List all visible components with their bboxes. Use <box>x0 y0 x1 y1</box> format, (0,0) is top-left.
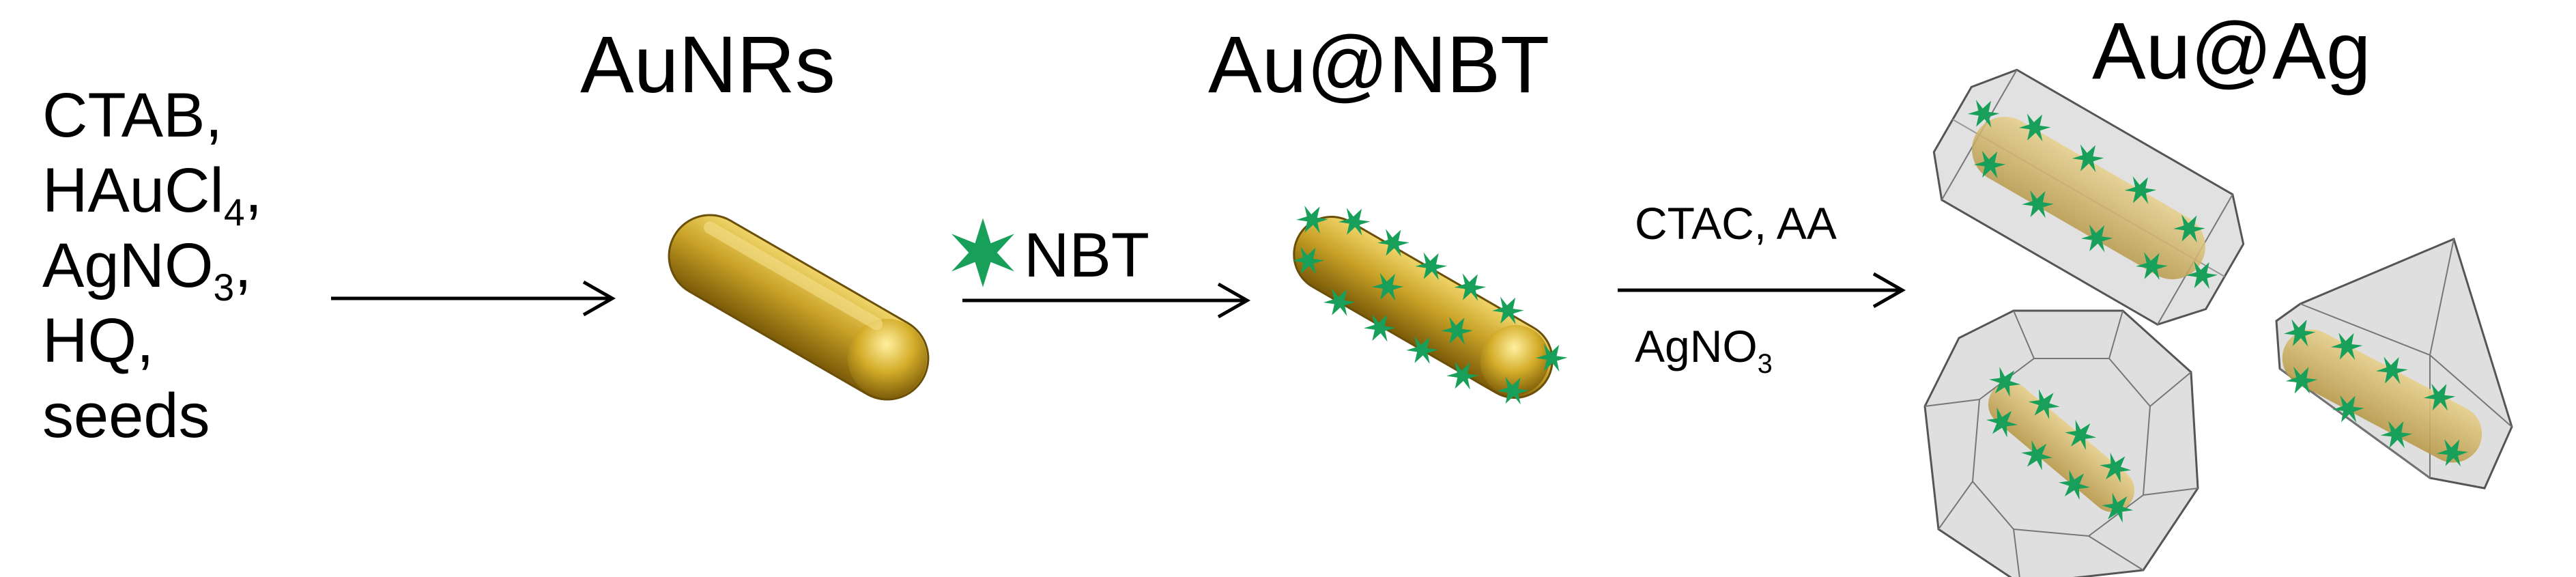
reagent-haucl4: HAuCl4, <box>42 156 262 234</box>
reagent-ctab: CTAB, <box>42 81 223 150</box>
stage-title-au-ag: Au@Ag <box>2092 6 2371 96</box>
arrow-step1 <box>331 280 616 317</box>
nbt-molecule-icon <box>951 218 1014 287</box>
nanorod-with-nbt <box>1289 199 1571 411</box>
arrow-step3 <box>1618 272 1906 309</box>
au-ag-rod-shell <box>1932 68 2245 326</box>
step2-label: NBT <box>1024 221 1149 290</box>
reagent-seeds: seeds <box>42 381 210 451</box>
step3-bottom-label: AgNO3 <box>1635 321 1773 379</box>
au-ag-polyhedron-shell <box>1923 309 2199 577</box>
stage-title-au-nbt: Au@NBT <box>1208 20 1549 110</box>
stage-title-aunrs: AuNRs <box>580 20 835 110</box>
au-ag-pyramid-shell <box>2275 237 2513 490</box>
reagent-agno3: AgNO3, <box>42 231 252 309</box>
nbt-label-group: NBT <box>951 218 1149 290</box>
reagent-list: CTAB, HAuCl4, AgNO3, HQ, seeds <box>42 81 262 451</box>
gold-nanorod <box>668 214 930 401</box>
arrow-step2 <box>962 282 1251 319</box>
step3-top-label: CTAC, AA <box>1635 198 1837 249</box>
reagent-hq: HQ, <box>42 306 154 376</box>
